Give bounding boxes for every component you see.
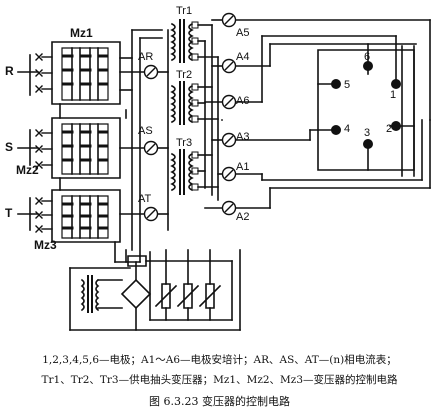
phase-label-s: S — [5, 140, 14, 154]
transformer-label-tr2: Tr2 — [176, 69, 193, 81]
electrode-label-2: 2 — [386, 123, 393, 135]
caption-legend-line-2: Tr1、Tr2、Tr3—供电抽头变压器；Mz1、Mz2、Mz3—变压器的控制电路 — [41, 374, 398, 386]
mz1-switch-block — [52, 42, 132, 104]
ammeter-label-a3: A3 — [236, 131, 250, 143]
transformer-tr1 — [172, 20, 198, 62]
figure-title: 图 6.3.23 变压器的控制电路 — [149, 395, 290, 408]
ammeter-label-ar: AR — [138, 51, 154, 63]
secondary-wiring — [198, 20, 222, 208]
ammeter-a2-icon — [221, 200, 237, 216]
input-contacts — [36, 54, 52, 232]
ammeter-label-a4: A4 — [236, 51, 250, 63]
electrode-3-dot — [363, 139, 373, 149]
auxiliary-control-circuit — [70, 250, 240, 330]
caption-legend-line-1: 1,2,3,4,5,6—电极；A1～A6—电极安培计；AR、AS、AT—(n)相… — [42, 354, 397, 366]
ammeter-label-a6: A6 — [236, 95, 250, 107]
transformer-label-tr1: Tr1 — [176, 5, 193, 17]
ammeter-ar-icon — [143, 64, 159, 80]
phase-label-t: T — [5, 206, 13, 220]
electrode-label-6: 6 — [364, 51, 371, 63]
phase-ammeter-wiring — [120, 30, 168, 230]
electrode-6-dot — [363, 61, 373, 71]
ammeter-a6-icon — [221, 94, 237, 110]
ammeter-a5-icon — [221, 12, 237, 28]
ammeter-label-a2: A2 — [236, 211, 250, 223]
ammeter-label-a1: A1 — [236, 161, 250, 173]
electrode-1-dot — [391, 79, 401, 89]
switch-label-mz1: Mz1 — [70, 26, 93, 40]
electrode-label-1: 1 — [390, 89, 397, 101]
ammeter-label-as: AS — [138, 125, 153, 137]
ammeter-a3-icon — [221, 132, 237, 148]
electrode-label-4: 4 — [344, 123, 351, 135]
ammeter-a1-icon — [221, 166, 237, 182]
ammeter-as-icon — [143, 140, 159, 156]
transformer-label-tr3: Tr3 — [176, 137, 193, 149]
mz2-switch-block — [52, 118, 120, 178]
switch-label-mz2: Mz2 — [16, 163, 39, 177]
electrode-4-dot — [331, 125, 341, 135]
transformer-tr2 — [172, 82, 198, 124]
control-circuit-diagram: R S T Mz1 Mz2 Mz3 Tr1 Tr2 Tr3 AR AS AT A… — [0, 5, 439, 340]
phase-label-r: R — [5, 64, 14, 78]
phase-input-lines — [18, 55, 38, 230]
electrode-label-3: 3 — [364, 127, 371, 139]
transformer-tr3 — [172, 150, 198, 194]
electrode-ammeter-wiring — [222, 20, 430, 208]
ammeter-at-icon — [143, 206, 159, 222]
circuit-drawing — [0, 12, 439, 340]
electrode-2-dot — [391, 121, 401, 131]
switch-label-mz3: Mz3 — [34, 238, 57, 252]
electrode-label-5: 5 — [344, 79, 351, 91]
ammeter-a4-icon — [221, 58, 237, 74]
ammeter-label-a5: A5 — [236, 27, 250, 39]
mz3-switch-block — [52, 190, 120, 242]
ammeter-label-at: AT — [138, 193, 152, 205]
furnace-box — [318, 44, 430, 188]
electrode-5-dot — [331, 79, 341, 89]
